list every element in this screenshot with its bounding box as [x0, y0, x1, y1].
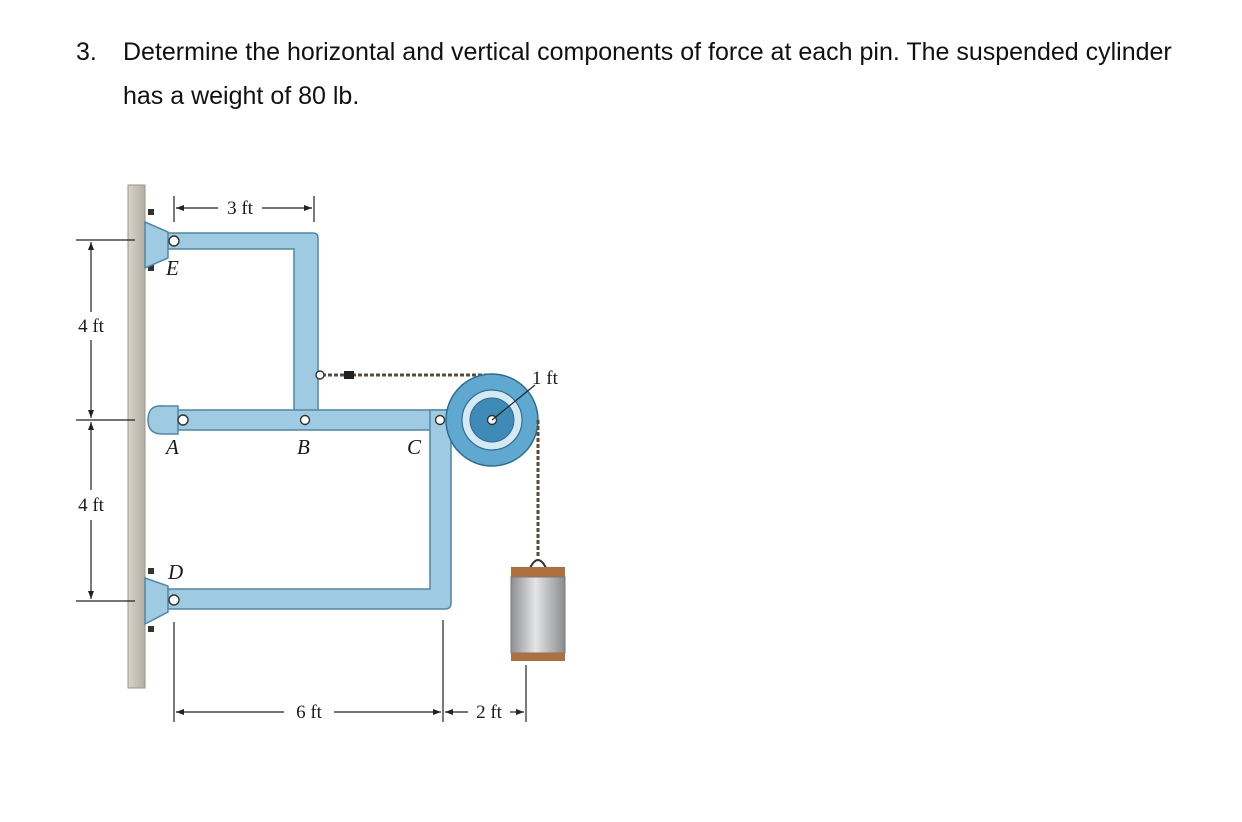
dim-top-width: 3 ft: [227, 198, 254, 219]
problem-text: Determine the horizontal and vertical co…: [123, 38, 1172, 110]
bracket-d: [144, 576, 169, 626]
dim-pulley-radius: 1 ft: [532, 368, 559, 389]
label-c: C: [407, 435, 422, 459]
pin-b: [299, 414, 311, 426]
dimension-arrows: [88, 205, 524, 715]
dim-right-width: 2 ft: [476, 702, 503, 723]
dim-bottom-width: 6 ft: [296, 702, 323, 723]
cable-clamp: [344, 371, 354, 379]
label-a: A: [164, 435, 179, 459]
pulley: [445, 373, 539, 467]
bracket-e: [144, 220, 169, 270]
pin-d: [168, 594, 180, 606]
member-eb: [159, 232, 319, 419]
pin-a: [177, 414, 189, 426]
pin-cable: [315, 370, 325, 380]
cylinder-hook: [529, 559, 547, 569]
pin-c: [434, 414, 446, 426]
bracket-a: [147, 405, 179, 435]
problem-number: 3.: [76, 38, 97, 66]
pins: [168, 235, 446, 606]
dim-lower-height: 4 ft: [78, 495, 105, 516]
wall-bolts: [148, 209, 154, 632]
label-e: E: [165, 256, 179, 280]
label-d: D: [167, 560, 183, 584]
dim-upper-height: 4 ft: [78, 316, 105, 337]
wall: [127, 184, 146, 689]
cylinder: [510, 567, 566, 661]
label-b: B: [297, 435, 310, 459]
pin-e: [168, 235, 180, 247]
